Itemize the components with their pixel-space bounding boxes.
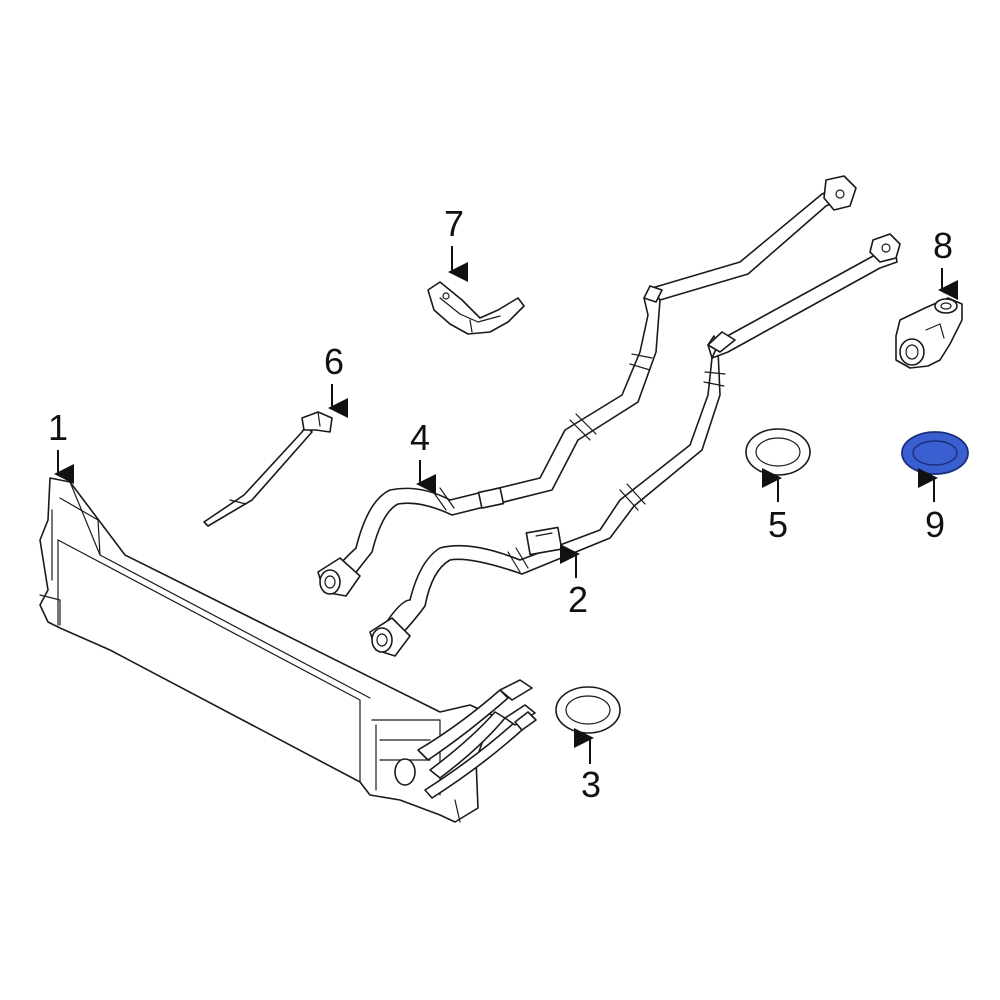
- part-3-o-ring[interactable]: [555, 686, 621, 734]
- part-1-oil-cooler[interactable]: [39, 477, 537, 823]
- callout-label-7: 7: [444, 203, 464, 244]
- part-9-o-ring-highlighted[interactable]: [901, 431, 969, 475]
- part-8-connector[interactable]: [895, 297, 963, 369]
- callout-label-2: 2: [568, 579, 588, 620]
- part-4-cooler-line[interactable]: [317, 175, 857, 597]
- part-5-o-ring[interactable]: [745, 428, 811, 476]
- callout-label-1: 1: [48, 407, 68, 448]
- callout-label-4: 4: [410, 417, 430, 458]
- callout-label-3: 3: [581, 764, 601, 805]
- callout-label-5: 5: [768, 504, 788, 545]
- callout-label-9: 9: [925, 504, 945, 545]
- part-6-bracket[interactable]: [203, 411, 333, 527]
- callout-label-8: 8: [933, 225, 953, 266]
- part-7-holder[interactable]: [427, 281, 525, 335]
- part-2-cooler-line[interactable]: [369, 233, 901, 657]
- callout-label-6: 6: [324, 341, 344, 382]
